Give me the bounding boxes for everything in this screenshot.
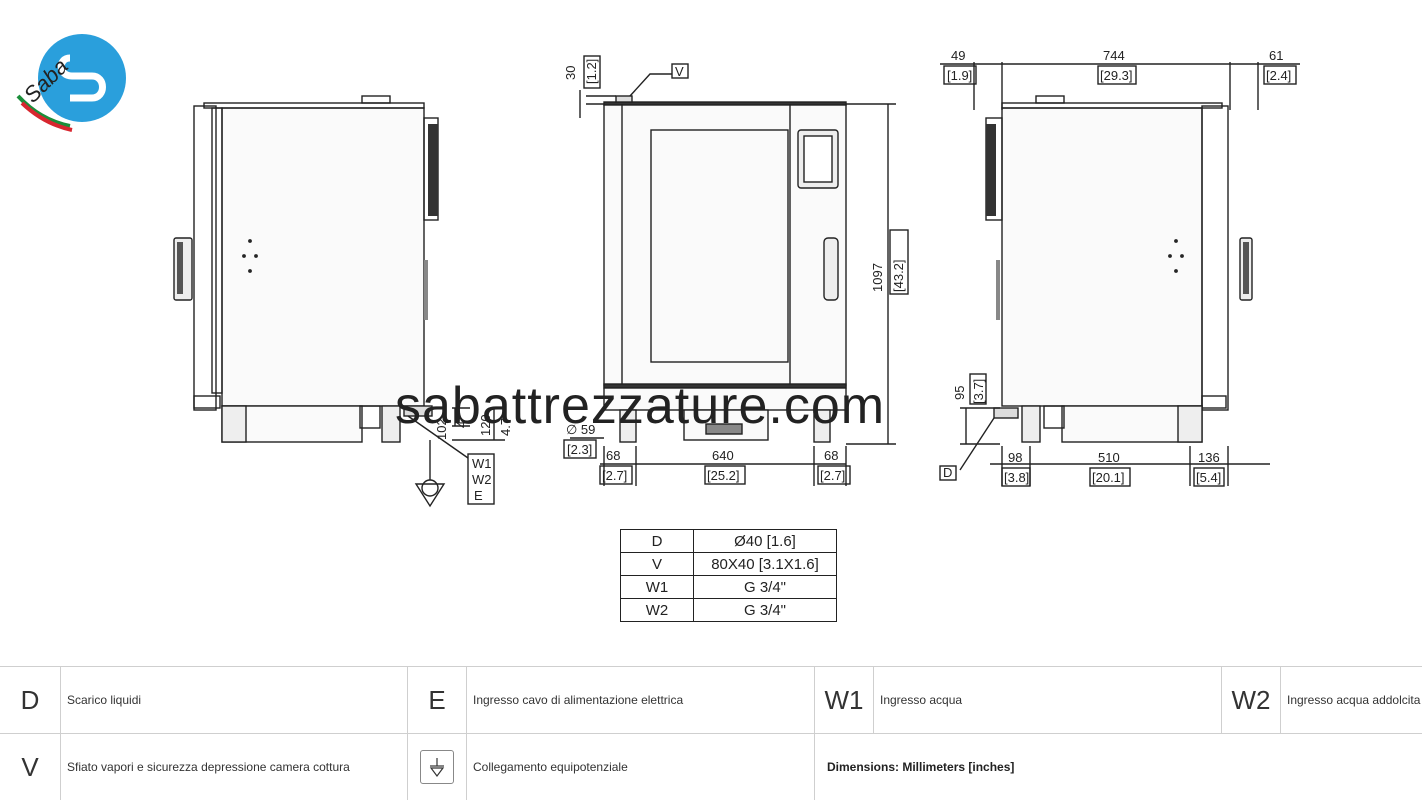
left-view-labels: 102 4 120 4.7 W1 W2 E (434, 414, 513, 503)
dim-vent-height-mm: 30 (563, 66, 578, 80)
dim-side-mid-in: [20.1] (1092, 470, 1125, 485)
legend-code-e: E (408, 667, 467, 733)
dim-water-height-in: 4 (454, 421, 469, 428)
spec-key: D (620, 529, 694, 553)
dim-drain-diameter-mm: ∅ 59 (566, 422, 595, 437)
dim-top-right-in: [2.4] (1266, 68, 1291, 83)
dim-front-width-in: [25.2] (707, 468, 740, 483)
callout-e: E (474, 488, 483, 503)
callout-v: V (675, 64, 684, 79)
spec-value: G 3/4" (693, 598, 837, 622)
dim-top-left-in: [1.9] (947, 68, 972, 83)
dim-side-right-in: [5.4] (1196, 470, 1221, 485)
dim-foot-left-mm: 68 (606, 448, 620, 463)
spec-value: 80X40 [3.1X1.6] (693, 552, 837, 576)
dim-top-width-mm: 744 (1103, 48, 1125, 63)
dim-elec-height-mm: 120 (478, 414, 493, 436)
legend-desc-e: Ingresso cavo di alimentazione elettrica (473, 693, 684, 707)
dim-total-height-in: [43.2] (891, 259, 906, 292)
saba-logo: Saba (16, 34, 126, 132)
dim-vent-height-in: [1.2] (584, 59, 599, 84)
dim-side-mid-mm: 510 (1098, 450, 1120, 465)
front-view-labels: 30 [1.2] V 1097 [43.2] ∅ 59 [2.3] 68 [2.… (563, 59, 906, 483)
dim-side-right-mm: 136 (1198, 450, 1220, 465)
legend-code-d: D (0, 667, 61, 733)
left-side-view (173, 95, 505, 508)
callout-w2: W2 (472, 472, 492, 487)
dim-total-height-mm: 1097 (870, 263, 885, 292)
front-view (563, 55, 909, 486)
legend-desc-w1: Ingresso acqua (880, 693, 963, 707)
right-side-view (939, 62, 1300, 487)
spec-key: W2 (620, 598, 694, 622)
equipotential-ground-icon (420, 750, 454, 784)
dim-elec-height-in: 4.7 (498, 418, 513, 436)
spec-key: V (620, 552, 694, 576)
legend-code-w1: W1 (815, 667, 874, 733)
spec-value: G 3/4" (693, 575, 837, 599)
technical-drawing: Saba 102 4 120 4.7 (16, 34, 1300, 508)
legend-row: D Scarico liquidi E Ingresso cavo di ali… (0, 667, 1422, 734)
legend-cell (0, 734, 408, 800)
dim-foot-right-mm: 68 (824, 448, 838, 463)
legend-desc-v: Sfiato vapori e sicurezza depressione ca… (67, 760, 350, 774)
dim-front-width-mm: 640 (712, 448, 734, 463)
legend-cell (815, 667, 1222, 733)
watermark: sabattrezzature.com (395, 377, 885, 435)
callout-w1: W1 (472, 456, 492, 471)
legend-desc-equipotential: Collegamento equipotenziale (473, 760, 628, 774)
spec-key: W1 (620, 575, 694, 599)
legend-cell (408, 667, 815, 733)
dimensions-unit-note: Dimensions: Millimeters [inches] (827, 760, 1015, 774)
legend-code-w2: W2 (1222, 667, 1281, 733)
spec-value: Ø40 [1.6] (693, 529, 837, 553)
legend-cell (0, 667, 408, 733)
dim-side-left-in: [3.8] (1004, 470, 1029, 485)
callout-d: D (943, 465, 952, 480)
legend-desc-d: Scarico liquidi (67, 693, 142, 707)
dim-foot-right-in: [2.7] (820, 468, 845, 483)
legend-equipotential-cell (408, 734, 467, 800)
legend: D Scarico liquidi E Ingresso cavo di ali… (0, 666, 1422, 801)
legend-code-v: V (0, 734, 61, 800)
legend-row: V Sfiato vapori e sicurezza depressione … (0, 734, 1422, 800)
dim-top-width-in: [29.3] (1100, 68, 1133, 83)
dim-drain-height-mm: 95 (952, 386, 967, 400)
dim-top-left-mm: 49 (951, 48, 965, 63)
dim-foot-left-in: [2.7] (602, 468, 627, 483)
right-view-labels: 49 [1.9] 744 [29.3] 61 [2.4] 95 [3.7] D … (943, 48, 1291, 485)
dim-side-left-mm: 98 (1008, 450, 1022, 465)
dim-drain-diameter-in: [2.3] (567, 442, 592, 457)
legend-cell (408, 734, 815, 800)
dim-drain-height-in: [3.7] (971, 379, 986, 404)
dim-top-right-mm: 61 (1269, 48, 1283, 63)
dim-water-height-mm: 102 (434, 418, 449, 440)
legend-desc-w2: Ingresso acqua addolcita (1287, 693, 1421, 707)
